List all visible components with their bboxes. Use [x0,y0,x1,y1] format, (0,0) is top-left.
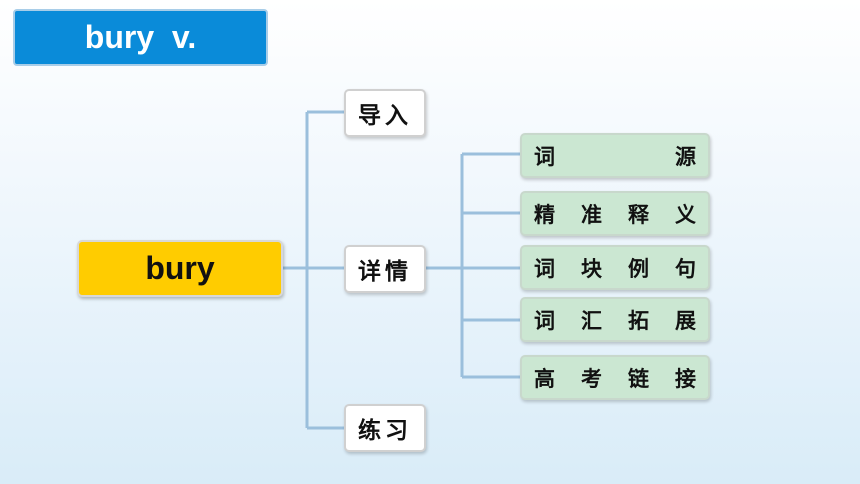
detail-label: 词源 [534,141,696,171]
detail-char: 释 [628,202,649,227]
detail-char: 准 [581,202,602,227]
detail-char: 接 [675,366,696,391]
branch-xiangqing[interactable]: 详情 [344,245,426,293]
detail-label: 高考链接 [534,363,696,393]
detail-char: 句 [675,256,696,281]
detail-label: 词块例句 [534,253,696,283]
detail-char: 展 [675,308,696,333]
detail-label: 精准释义 [534,199,696,229]
detail-char: 词 [534,144,555,169]
detail-label: 词汇拓展 [534,305,696,335]
detail-char: 例 [628,256,649,281]
detail-char: 链 [628,366,649,391]
title-banner: bury v. [13,9,268,66]
detail-cihuituozhan[interactable]: 词汇拓展 [520,297,710,342]
branch-lianxi[interactable]: 练习 [344,404,426,452]
detail-char: 词 [534,256,555,281]
detail-cikuailiju[interactable]: 词块例句 [520,245,710,290]
detail-char: 拓 [628,308,649,333]
detail-char: 汇 [581,308,602,333]
detail-char: 义 [675,202,696,227]
detail-char: 词 [534,308,555,333]
branch-daoru[interactable]: 导入 [344,89,426,137]
detail-char: 考 [581,366,602,391]
detail-jingzhunshiyi[interactable]: 精准释义 [520,191,710,236]
detail-char: 高 [534,366,555,391]
detail-char: 精 [534,202,555,227]
detail-ciyuan[interactable]: 词源 [520,133,710,178]
detail-char: 块 [581,256,602,281]
detail-gaokaolianjie[interactable]: 高考链接 [520,355,710,400]
root-node: bury [77,240,283,297]
detail-char: 源 [675,144,696,169]
